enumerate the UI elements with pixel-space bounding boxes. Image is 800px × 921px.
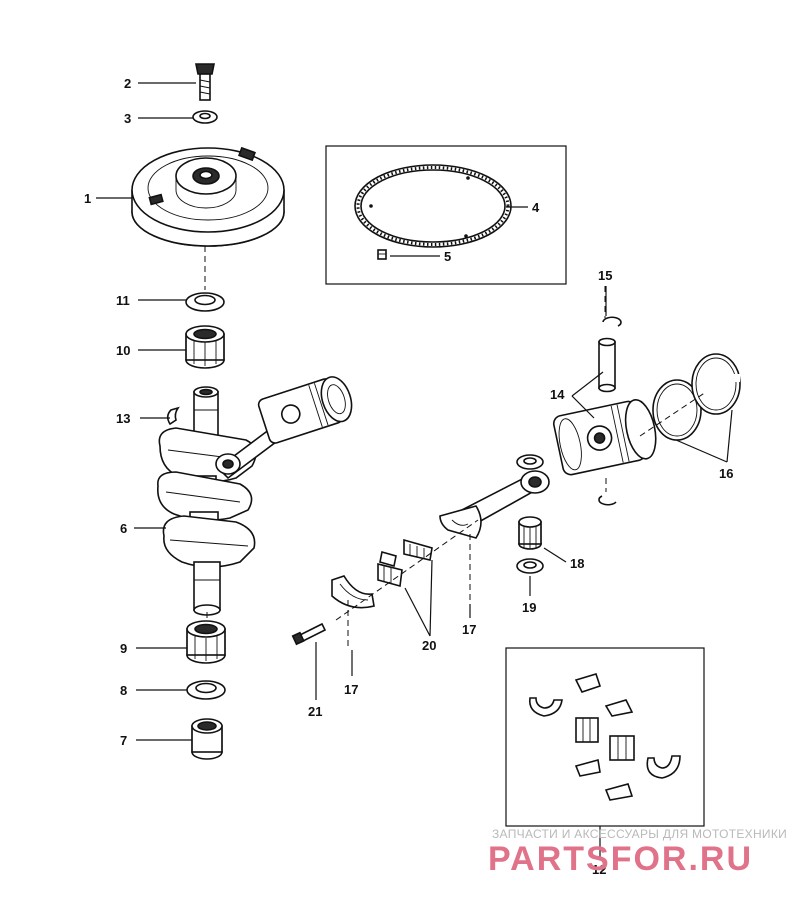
callout-13: 13	[116, 411, 130, 426]
crankshaft-seal-lower	[186, 680, 226, 700]
watermark-brand: PARTSFOR.RU	[488, 840, 753, 878]
callout-6: 6	[120, 521, 127, 536]
connecting-rod-cap	[331, 575, 375, 609]
callout-7: 7	[120, 733, 127, 748]
callout-2: 2	[124, 76, 131, 91]
ring-gear	[354, 164, 512, 248]
rod-bearing-lower	[377, 550, 403, 588]
ring-gear-screw	[377, 249, 387, 260]
crankshaft-bearing-lower	[186, 620, 226, 664]
piston-pin	[598, 337, 616, 393]
watermark: ЗАПЧАСТИ И АКСЕССУАРЫ ДЛЯ МОТОТЕХНИКИ PA…	[488, 827, 787, 878]
piston	[552, 399, 657, 476]
callout-numbers: 1 2 3 4 5 6 7 8 9 10 11 12 13 14 15 16 1…	[84, 76, 733, 877]
flywheel-washer	[192, 110, 218, 124]
bearing-kit-parts	[528, 673, 681, 801]
callout-5: 5	[444, 249, 451, 264]
needle-bearing	[518, 516, 542, 550]
callout-21: 21	[308, 704, 322, 719]
crankshaft-bearing-upper	[185, 325, 225, 369]
callout-20: 20	[422, 638, 436, 653]
small-end-washer-upper	[516, 454, 544, 470]
rod-bearing-upper	[403, 538, 433, 561]
crankshaft-key	[166, 406, 180, 426]
callout-8: 8	[120, 683, 127, 698]
bearing-kit-inset-box	[505, 647, 705, 827]
crankshaft-sleeve	[191, 718, 223, 760]
callout-15: 15	[598, 268, 612, 283]
piston-pin-lock-lower	[598, 495, 617, 506]
rod-cap-screw	[291, 622, 327, 646]
flywheel	[131, 146, 285, 247]
watermark-tagline: ЗАПЧАСТИ И АКСЕССУАРЫ ДЛЯ МОТОТЕХНИКИ	[492, 827, 787, 841]
callout-16: 16	[719, 466, 733, 481]
callout-3: 3	[124, 111, 131, 126]
callout-4: 4	[532, 200, 540, 215]
callout-18: 18	[570, 556, 584, 571]
callout-10: 10	[116, 343, 130, 358]
small-end-washer-lower	[516, 558, 544, 574]
piston-rings	[652, 353, 741, 441]
ring-gear-inset-box	[325, 145, 567, 285]
crankshaft-seal-upper	[185, 292, 225, 312]
callout-19: 19	[522, 600, 536, 615]
crankshaft-assembly	[157, 376, 353, 616]
callout-9: 9	[120, 641, 127, 656]
callout-1: 1	[84, 191, 91, 206]
callout-17a: 17	[462, 622, 476, 637]
connecting-rod	[439, 470, 550, 539]
piston-pin-lock-upper	[602, 316, 622, 327]
flywheel-bolt	[195, 63, 215, 101]
leader-lines	[96, 82, 733, 858]
callout-11: 11	[116, 293, 130, 308]
callout-17b: 17	[344, 682, 358, 697]
callout-14: 14	[550, 387, 565, 402]
callout-12: 12	[592, 862, 606, 877]
